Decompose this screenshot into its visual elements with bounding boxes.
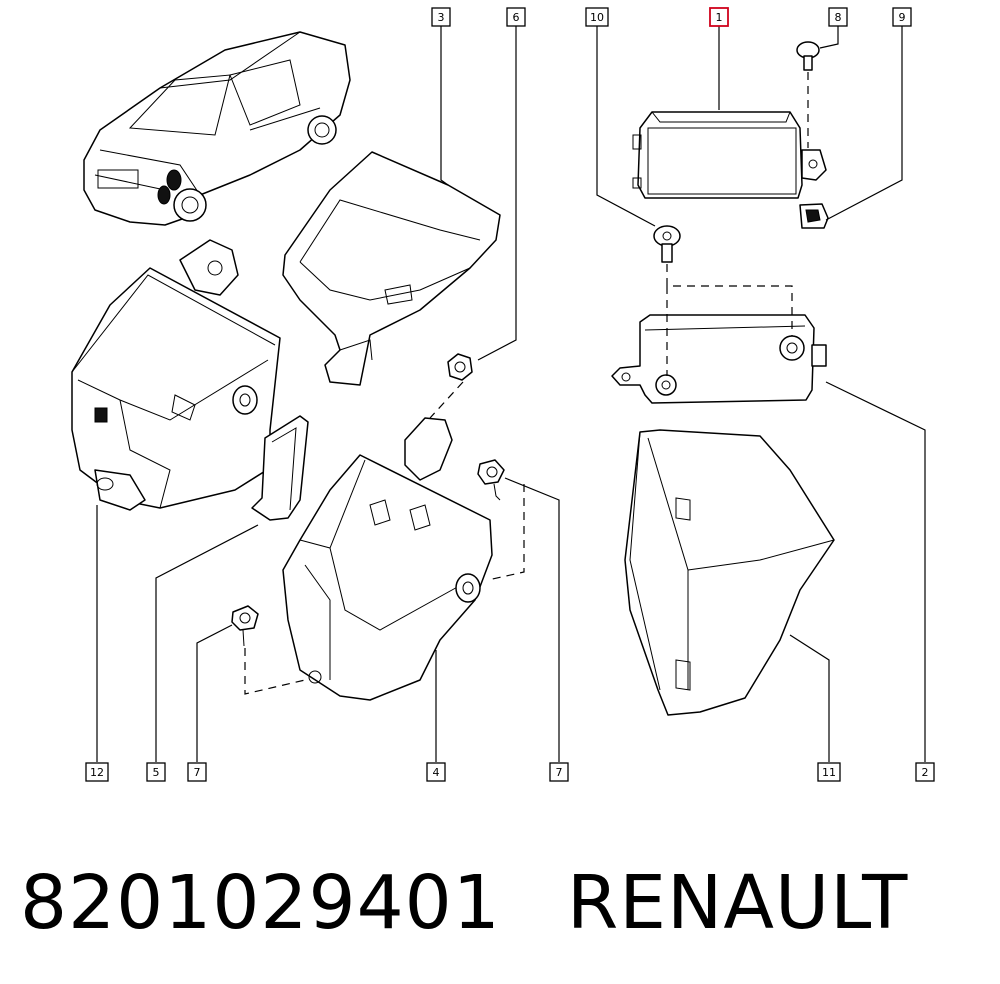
- ref-tag-8[interactable]: 8: [828, 7, 848, 27]
- ref-tag-10[interactable]: 10: [585, 7, 609, 27]
- fuse-box-assembly: [71, 239, 281, 511]
- ref-tag-2[interactable]: 2: [915, 762, 935, 782]
- plate-part-2: [611, 314, 827, 404]
- ref-tag-7-left[interactable]: 7: [187, 762, 207, 782]
- svg-text:11: 11: [822, 766, 836, 779]
- screw-part-7-left: [231, 605, 259, 647]
- svg-text:10: 10: [590, 11, 604, 24]
- module-part-1: [632, 111, 827, 199]
- tray-part-4: [282, 417, 493, 701]
- ref-tag-1-highlighted[interactable]: 1: [709, 7, 729, 27]
- car-illustration: [83, 31, 351, 226]
- ref-tag-12[interactable]: 12: [85, 762, 109, 782]
- ref-tag-4[interactable]: 4: [426, 762, 446, 782]
- ref-tag-3[interactable]: 3: [431, 7, 451, 27]
- svg-text:8: 8: [835, 11, 842, 24]
- reference-tags: 3 6 10 1 8 9 12 5: [85, 7, 935, 782]
- leader-lines: [96, 26, 926, 762]
- svg-text:12: 12: [90, 766, 104, 779]
- part-number: 8201029401: [20, 860, 501, 946]
- svg-text:4: 4: [433, 766, 440, 779]
- brand-name: RENAULT: [566, 860, 909, 946]
- cover-part-11: [624, 429, 835, 716]
- nut-part-6: [447, 353, 473, 381]
- svg-text:3: 3: [438, 11, 445, 24]
- ref-tag-5[interactable]: 5: [146, 762, 166, 782]
- svg-text:9: 9: [899, 11, 906, 24]
- screw-part-10: [653, 225, 681, 263]
- ref-tag-9[interactable]: 9: [892, 7, 912, 27]
- assembly-dashed-lines: [244, 72, 809, 695]
- screw-part-8: [796, 41, 820, 71]
- svg-text:7: 7: [194, 766, 201, 779]
- ref-tag-7-right[interactable]: 7: [549, 762, 569, 782]
- cover-part-3: [282, 151, 501, 386]
- svg-text:1: 1: [716, 11, 723, 24]
- clip-part-9: [799, 203, 829, 229]
- part-caption: 8201029401 RENAULT: [20, 858, 908, 948]
- svg-text:6: 6: [513, 11, 520, 24]
- svg-text:7: 7: [556, 766, 563, 779]
- screw-part-7-right: [477, 459, 505, 501]
- svg-text:2: 2: [922, 766, 929, 779]
- bracket-part-5: [251, 415, 309, 521]
- svg-text:5: 5: [153, 766, 160, 779]
- ref-tag-6[interactable]: 6: [506, 7, 526, 27]
- ref-tag-11[interactable]: 11: [817, 762, 841, 782]
